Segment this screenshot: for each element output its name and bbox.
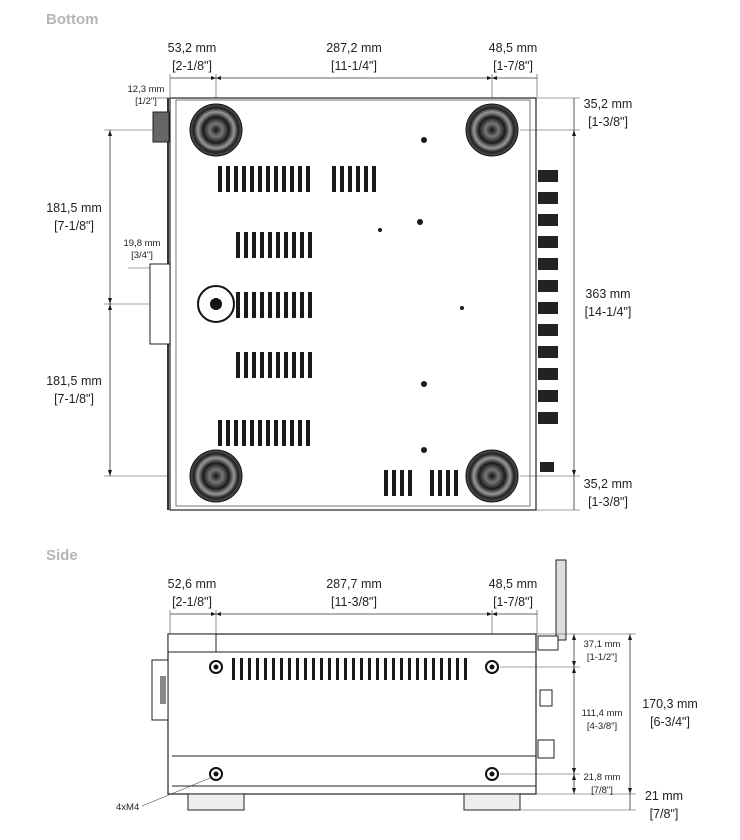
side-right-b-inch: [4-3/8"] bbox=[587, 721, 617, 732]
side-dim-left-inch: [2-1/8"] bbox=[172, 595, 212, 609]
right-top-dim-inch: [1-3/8"] bbox=[588, 115, 628, 129]
side-dim-left-mm: 52,6 mm bbox=[168, 577, 217, 591]
side-right-b-mm: 111,4 mm bbox=[582, 708, 623, 719]
side-total-height-inch: [6-3/4"] bbox=[650, 715, 690, 729]
right-bot-dim-mm: 35,2 mm bbox=[584, 477, 633, 491]
bottom-dim-left-inch: [2-1/8"] bbox=[172, 59, 212, 73]
side-right-c-inch: [7/8"] bbox=[591, 785, 613, 796]
right-mid-dim-inch: [14-1/4"] bbox=[585, 305, 632, 319]
section-title-bottom: Bottom bbox=[46, 11, 99, 28]
left-lower-dim-inch: [7-1/8"] bbox=[54, 392, 94, 406]
right-bot-dim-inch: [1-3/8"] bbox=[588, 495, 628, 509]
side-feet-height-mm: 21 mm bbox=[645, 789, 683, 803]
screw-label: 4xM4 bbox=[116, 802, 139, 813]
left-small-dim-inch: [3/4"] bbox=[131, 250, 153, 261]
bottom-right-dimension-line bbox=[520, 97, 580, 511]
left-lower-dim-mm: 181,5 mm bbox=[46, 374, 102, 388]
side-feet-height-inch: [7/8"] bbox=[650, 807, 679, 821]
side-dim-right-inch: [1-7/8"] bbox=[493, 595, 533, 609]
knob-dim-inch: [1/2"] bbox=[135, 96, 157, 107]
side-right-a-inch: [1-1/2"] bbox=[587, 652, 617, 663]
left-upper-dim-inch: [7-1/8"] bbox=[54, 219, 94, 233]
bottom-chassis bbox=[149, 97, 558, 511]
side-chassis bbox=[151, 559, 567, 811]
right-mid-dim-mm: 363 mm bbox=[585, 287, 630, 301]
left-small-dim-mm: 19,8 mm bbox=[124, 238, 161, 249]
side-dim-center-inch: [11-3/8"] bbox=[331, 595, 377, 609]
side-right-dimension-line bbox=[500, 633, 636, 811]
left-upper-dim-mm: 181,5 mm bbox=[46, 201, 102, 215]
side-total-height-mm: 170,3 mm bbox=[642, 697, 698, 711]
side-dim-right-mm: 48,5 mm bbox=[489, 577, 538, 591]
bottom-dim-center-mm: 287,2 mm bbox=[326, 41, 382, 55]
bottom-dim-center-inch: [11-1/4"] bbox=[331, 59, 377, 73]
knob-dim-mm: 12,3 mm bbox=[128, 84, 165, 95]
right-top-dim-mm: 35,2 mm bbox=[584, 97, 633, 111]
bottom-dim-right-mm: 48,5 mm bbox=[489, 41, 538, 55]
section-title-side: Side bbox=[46, 547, 78, 564]
bottom-dim-right-inch: [1-7/8"] bbox=[493, 59, 533, 73]
side-right-c-mm: 21,8 mm bbox=[584, 772, 621, 783]
side-dim-center-mm: 287,7 mm bbox=[326, 577, 382, 591]
bottom-dim-left-mm: 53,2 mm bbox=[168, 41, 217, 55]
side-right-a-mm: 37,1 mm bbox=[584, 639, 621, 650]
